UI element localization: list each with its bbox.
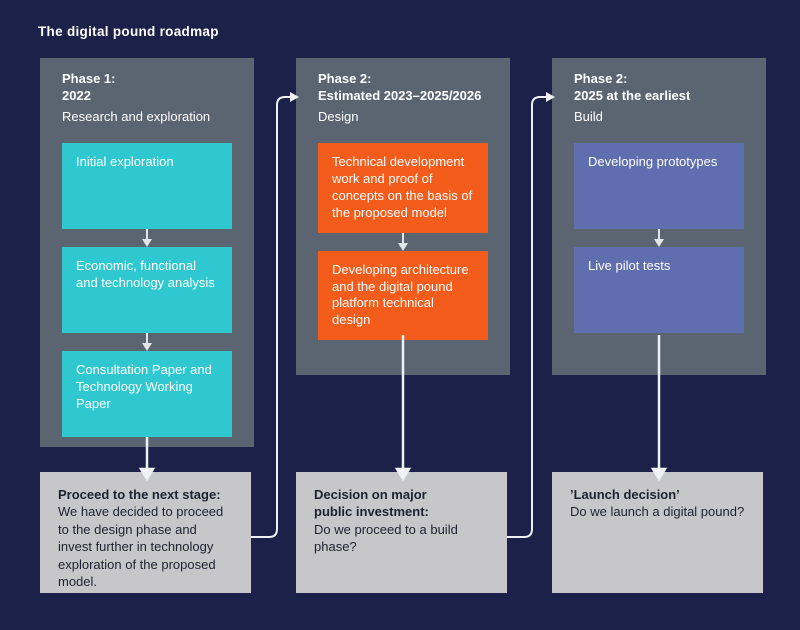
phase-panel-3: Phase 2: 2025 at the earliest Build Deve… (552, 58, 766, 375)
stage-box: Economic, functional and technology anal… (62, 247, 232, 333)
phase-1-line2: 2022 (62, 88, 91, 103)
decision-box-2: Decision on major public investment: Do … (296, 472, 507, 593)
stage-box: Developing architecture and the digital … (318, 250, 488, 341)
phase-1-line1: Phase 1: (62, 71, 116, 86)
decision-1-title: Proceed to the next stage: (58, 487, 221, 502)
arrow-down-icon (318, 233, 488, 251)
stage-box: Developing prototypes (574, 143, 744, 229)
elbow-arrow-right-icon (251, 96, 290, 538)
phase-panel-1: Phase 1: 2022 Research and exploration I… (40, 58, 254, 447)
arrow-down-icon (62, 229, 232, 247)
decision-box-1: Proceed to the next stage: We have decid… (40, 472, 251, 593)
decision-2-body: Do we proceed to a build phase? (314, 521, 458, 555)
phase-2-line1: Phase 2: (318, 71, 372, 86)
phase-3-title: Phase 2: 2025 at the earliest (574, 70, 744, 104)
page-title: The digital pound roadmap (38, 24, 219, 39)
arrow-down-icon (62, 333, 232, 351)
stage-box: Technical development work and proof of … (318, 143, 488, 233)
decision-3-body: Do we launch a digital pound? (570, 504, 745, 520)
phase-3-subtitle: Build (574, 109, 603, 124)
elbow-arrow-right-icon (507, 96, 546, 538)
stage-box: Live pilot tests (574, 247, 744, 333)
stage-box: Consultation Paper and Technology Workin… (62, 351, 232, 437)
decision-1-body: We have decided to proceed to the design… (58, 504, 224, 590)
phase-1-subtitle: Research and exploration (62, 109, 211, 124)
phase-panel-2: Phase 2: Estimated 2023–2025/2026 Design… (296, 58, 510, 375)
stage-box: Initial exploration (62, 143, 232, 229)
decision-3-title: ’Launch decision’ (570, 487, 680, 502)
phase-2-subtitle: Design (318, 109, 359, 124)
arrow-down-icon (574, 229, 744, 247)
phase-1-title: Phase 1: 2022 (62, 70, 232, 104)
decision-2-title: Decision on major public investment: (314, 487, 429, 520)
phase-2-title: Phase 2: Estimated 2023–2025/2026 (318, 70, 488, 104)
phase-3-line1: Phase 2: (574, 71, 628, 86)
phase-2-line2: Estimated 2023–2025/2026 (318, 88, 482, 103)
phase-3-line2: 2025 at the earliest (574, 88, 691, 103)
decision-box-3: ’Launch decision’ Do we launch a digital… (552, 472, 763, 593)
